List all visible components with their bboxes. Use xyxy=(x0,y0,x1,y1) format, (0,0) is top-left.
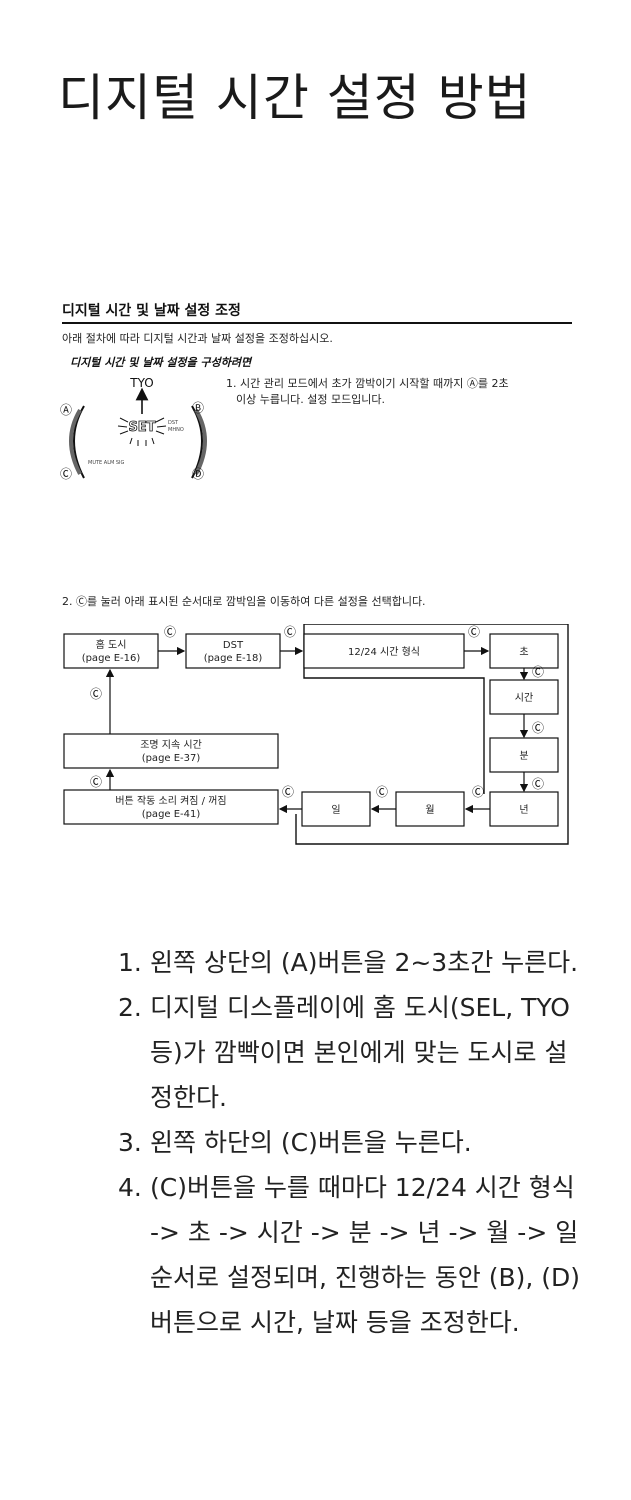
seconds-label: 초 xyxy=(519,646,528,658)
step-text: 왼쪽 상단의 (A)버튼을 2~3초간 누른다. xyxy=(150,948,579,977)
instruction-step-2: 2. Ⓒ를 눌러 아래 표시된 순서대로 깜박임을 이동하여 다른 설정을 선택… xyxy=(62,595,426,608)
list-item: 4. (C)버튼을 누를 때마다 12/24 시간 형식 -> 초 -> 시간 -… xyxy=(118,1165,588,1345)
day-label: 일 xyxy=(331,804,340,816)
step-number: 3. xyxy=(118,1128,142,1157)
flash-rays-icon xyxy=(117,417,167,446)
watch-side-label-2: MHNO xyxy=(168,427,184,433)
c-marker-2: Ⓒ xyxy=(284,625,296,639)
watch-side-label-1: DST xyxy=(168,420,179,426)
list-item: 1. 왼쪽 상단의 (A)버튼을 2~3초간 누른다. xyxy=(118,940,588,985)
minute-label: 분 xyxy=(519,750,528,762)
subheading: 디지털 시간 및 날짜 설정을 구성하려면 xyxy=(70,356,252,369)
box-button-tone xyxy=(63,789,279,825)
dst-page: (page E-18) xyxy=(204,653,263,664)
light-duration-label: 조명 지속 시간 xyxy=(140,739,202,751)
box-dst xyxy=(185,633,281,669)
step-number: 1. xyxy=(118,948,142,977)
hour-format-label: 12/24 시간 형식 xyxy=(348,646,420,658)
steps-list: 1. 왼쪽 상단의 (A)버튼을 2~3초간 누른다. 2. 디지털 디스플레이에 … xyxy=(118,940,588,1345)
box-hour xyxy=(489,679,559,715)
c-marker-8: Ⓒ xyxy=(376,785,388,799)
c-marker-5: Ⓒ xyxy=(532,721,544,735)
button-b-icon: Ⓑ xyxy=(192,401,204,415)
button-tone-label: 버튼 작동 소리 켜짐 / 꺼짐 xyxy=(115,795,226,807)
c-marker-7: Ⓒ xyxy=(472,785,484,799)
intro-text: 아래 절차에 따라 디지털 시간과 날짜 설정을 조정하십시오. xyxy=(62,332,333,345)
section-title: 디지털 시간 및 날짜 설정 조정 xyxy=(62,303,241,319)
step-number: 2. xyxy=(118,993,142,1022)
step-text: 왼쪽 하단의 (C)버튼을 누른다. xyxy=(150,1128,472,1157)
step1-line2: 이상 누릅니다. 설정 모드입니다. xyxy=(236,393,386,406)
home-city-label: 홈 도시 xyxy=(96,638,127,651)
button-a-icon: Ⓐ xyxy=(60,403,72,417)
c-marker-9: Ⓒ xyxy=(282,785,294,799)
watch-diagram: TYO SET DST MHNO MUTE ALM SIG Ⓐ Ⓑ Ⓒ Ⓓ xyxy=(60,376,207,481)
settings-flowchart: 홈 도시 (page E-16) DST (page E-18) 12/24 시… xyxy=(63,624,569,845)
list-item: 2. 디지털 디스플레이에 홈 도시(SEL, TYO 등)가 깜빡이면 본인에게… xyxy=(118,985,588,1120)
list-item: 3. 왼쪽 하단의 (C)버튼을 누른다. xyxy=(118,1120,588,1165)
step-number: 4. xyxy=(118,1173,142,1202)
box-seconds xyxy=(489,633,559,669)
button-d-icon: Ⓓ xyxy=(192,467,204,481)
step-text: 디지털 디스플레이에 홈 도시(SEL, TYO 등)가 깜빡이면 본인에게 맞… xyxy=(150,993,570,1112)
c-marker-4: Ⓒ xyxy=(532,665,544,679)
month-label: 월 xyxy=(425,804,434,816)
year-label: 년 xyxy=(519,804,528,816)
manual-excerpt: 디지털 시간 및 날짜 설정 조정 아래 절차에 따라 디지털 시간과 날짜 설… xyxy=(0,290,631,850)
home-city-page: (page E-16) xyxy=(82,653,141,664)
box-light-duration xyxy=(63,733,279,769)
button-c-icon: Ⓒ xyxy=(60,467,72,481)
c-marker-6: Ⓒ xyxy=(532,777,544,791)
section-divider xyxy=(62,322,572,324)
button-tone-page: (page E-41) xyxy=(142,809,201,820)
watch-set-label: SET xyxy=(128,420,155,435)
instruction-step-1: 1. 시간 관리 모드에서 초가 깜박이기 시작할 때까지 Ⓐ를 2초 이상 누… xyxy=(226,376,566,408)
step-text: (C)버튼을 누를 때마다 12/24 시간 형식 -> 초 -> 시간 -> … xyxy=(150,1173,581,1337)
page-title: 디지털 시간 설정 방법 xyxy=(58,69,532,127)
box-home-city xyxy=(63,633,159,669)
c-marker-10: Ⓒ xyxy=(90,687,102,701)
light-duration-page: (page E-37) xyxy=(142,753,201,764)
step1-line1: 1. 시간 관리 모드에서 초가 깜박이기 시작할 때까지 Ⓐ를 2초 xyxy=(226,377,509,390)
watch-bottom-label: MUTE ALM SIG xyxy=(88,460,125,466)
box-day xyxy=(301,791,371,827)
dst-label: DST xyxy=(223,640,244,651)
c-marker-11: Ⓒ xyxy=(90,775,102,789)
c-marker-3: Ⓒ xyxy=(468,625,480,639)
hour-label: 시간 xyxy=(515,692,533,704)
c-marker-1: Ⓒ xyxy=(164,625,176,639)
watch-city: TYO xyxy=(129,376,153,390)
